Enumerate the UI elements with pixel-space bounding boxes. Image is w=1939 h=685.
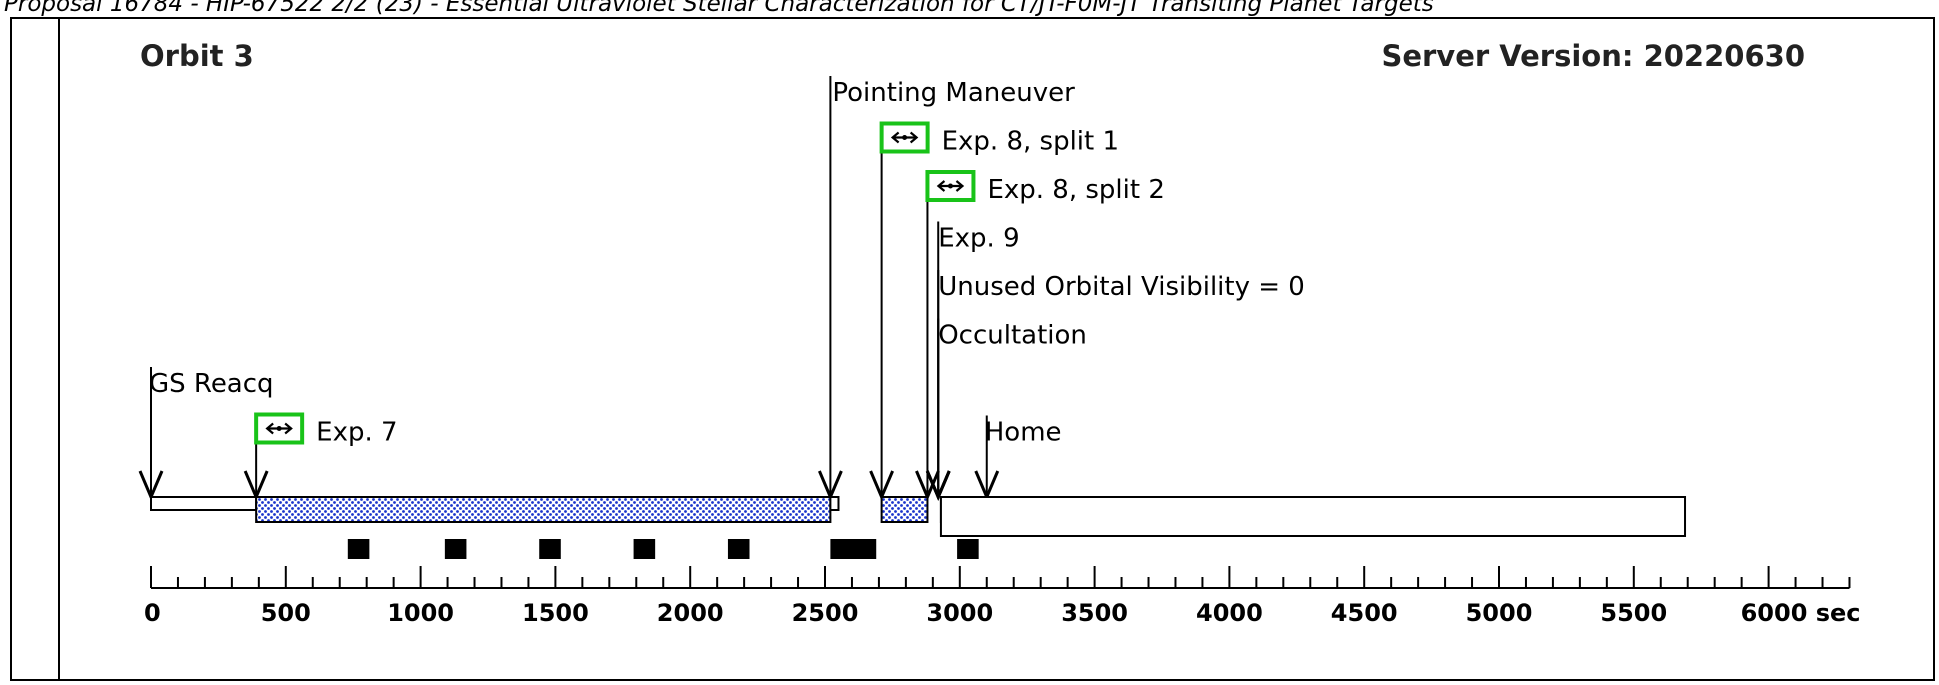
event-label-exp-8-split-1: Exp. 8, split 1 [942,127,1119,157]
axis-tick-label: 500 [261,599,311,627]
timeline-frame [10,17,1935,681]
exposure-icon [254,412,305,445]
axis-tick-label: 2000 [657,599,724,627]
axis-tick-label: 3000 [926,599,993,627]
timeline-marker-block [539,539,561,559]
axis-tick-label: 5500 [1600,599,1667,627]
axis-tick-label: 1000 [387,599,454,627]
timeline-marker-block [347,539,370,559]
axis-tick-label: 2500 [792,599,859,627]
axis-tick-label: 3500 [1061,599,1128,627]
event-label-gs-reacq: GS Reacq [149,369,274,399]
timeline-marker-block [444,539,467,559]
time-axis: 0 500 1000 1500 2000 2500 3000 3500 4000 4500 5000… [144,566,1861,627]
left-gutter-divider [58,17,60,681]
exposure-icon [879,121,930,154]
proposal-caption: Proposal 16784 - HIP-67522 2/2 (23) - Es… [4,0,1434,17]
event-label-unused-orbital-visibility: Unused Orbital Visibility = 0 [938,272,1305,302]
exp-7-bar [255,496,832,523]
axis-tick-label: 5000 [1466,599,1533,627]
event-label-exp-8-split-2: Exp. 8, split 2 [987,175,1164,205]
timeline-marker-block [633,539,656,559]
timeline-marker-block [957,539,979,559]
event-label-home: Home [985,418,1062,448]
maneuver-tail-bar [829,496,840,511]
orbit-title: Orbit 3 [140,39,254,73]
timeline-marker-block [830,539,877,559]
axis-tick-label: 4500 [1331,599,1398,627]
exposure-icon [925,170,976,202]
axis-tick-label: 1500 [522,599,589,627]
bars-layer [150,496,1687,537]
event-label-exp-9: Exp. 9 [938,224,1019,254]
axis-tick-label: 0 [144,599,161,627]
exp-8-split-1-bar [880,496,929,523]
occultation-bar [939,496,1687,537]
guide-star-acq-bar [150,496,258,511]
timeline-marker-block [727,539,750,559]
event-label-exp-7: Exp. 7 [316,418,397,448]
event-label-pointing-maneuver: Pointing Maneuver [832,78,1075,108]
markers-layer [347,539,979,559]
server-version: Server Version: 20220630 [1381,39,1805,73]
axis-tick-label: 4000 [1196,599,1263,627]
axis-tick-label: 6000 sec [1741,599,1861,627]
event-label-occultation: Occultation [938,321,1087,351]
event-arrow-icon [925,470,951,501]
